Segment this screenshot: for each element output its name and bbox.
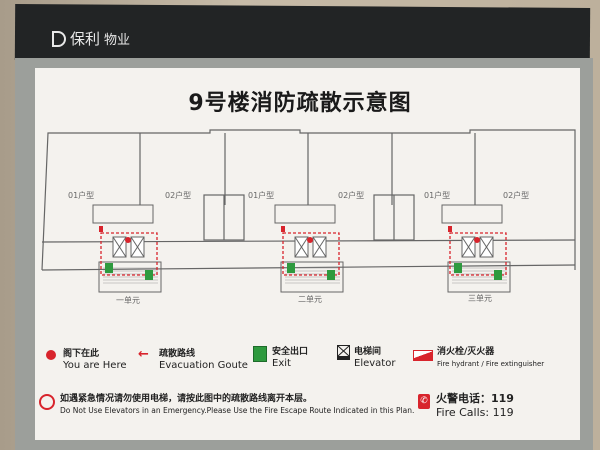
legend-en: Do Not Use Elevators in an Emergency.Ple…: [60, 406, 415, 415]
apartment-label: 01户型: [68, 190, 94, 200]
apartment-label: 02户型: [338, 190, 364, 200]
legend-zh: 火警电话：119: [436, 392, 514, 405]
legend-zh: 安全出口: [272, 347, 309, 357]
unit-core: [274, 204, 344, 293]
unit-label: 三单元: [468, 293, 492, 303]
legend-en: Elevator: [354, 358, 396, 369]
apartment-label: 02户型: [165, 190, 191, 200]
legend-warning: 如遇紧急情况请勿使用电梯，请按此图中的疏散路线离开本层。 Do Not Use …: [60, 393, 414, 417]
legend-elevator: 电梯间 Elevator: [354, 346, 395, 370]
legend-route: 疏散路线 Evacuation Goute: [159, 348, 248, 372]
unit-label: 一单元: [116, 295, 140, 305]
phone-icon: ✆: [418, 394, 430, 409]
fire-hydrant-icon: [413, 350, 433, 361]
unit-core: [92, 204, 162, 293]
elevator-icon: [337, 345, 350, 360]
you-are-here-icon: [46, 350, 56, 360]
legend-zh: 阁下在此: [63, 349, 100, 359]
legend-zh: 电梯间: [354, 347, 382, 357]
apartment-label: 02户型: [503, 190, 529, 200]
legend-en: Fire Calls: 119: [436, 406, 514, 419]
brand-logo: 保利 物业: [52, 28, 130, 49]
legend-fire-call: 火警电话：119 Fire Calls: 119: [436, 392, 514, 420]
apartment-label: 01户型: [248, 190, 274, 200]
legend-hydrant: 消火栓/灭火器 Fire hydrant / Fire extinguisher: [437, 346, 544, 370]
no-elevator-icon: [39, 394, 55, 410]
legend-you-are-here: 阁下在此 You are Here: [63, 348, 126, 372]
unit-label: 二单元: [298, 294, 322, 304]
legend-zh: 如遇紧急情况请勿使用电梯，请按此图中的疏散路线离开本层。: [60, 394, 313, 404]
legend-exit: 安全出口 Exit: [272, 346, 308, 370]
sign-title: 9号楼消防疏散示意图: [188, 91, 412, 116]
logo-mark-icon: [52, 30, 66, 47]
legend-zh: 消火栓/灭火器: [437, 347, 495, 357]
legend-zh: 疏散路线: [159, 349, 196, 359]
apartment-label: 01户型: [424, 190, 450, 200]
legend-en: Evacuation Goute: [159, 360, 248, 371]
unit-core: [441, 204, 511, 293]
legend-en: Exit: [272, 358, 291, 369]
legend-en: Fire hydrant / Fire extinguisher: [437, 360, 545, 368]
exit-icon: [253, 346, 267, 362]
legend-en: You are Here: [63, 360, 127, 371]
brand-name: 保利: [70, 30, 101, 48]
brand-suffix: 物业: [104, 33, 131, 48]
arrow-left-icon: ←: [138, 347, 149, 362]
